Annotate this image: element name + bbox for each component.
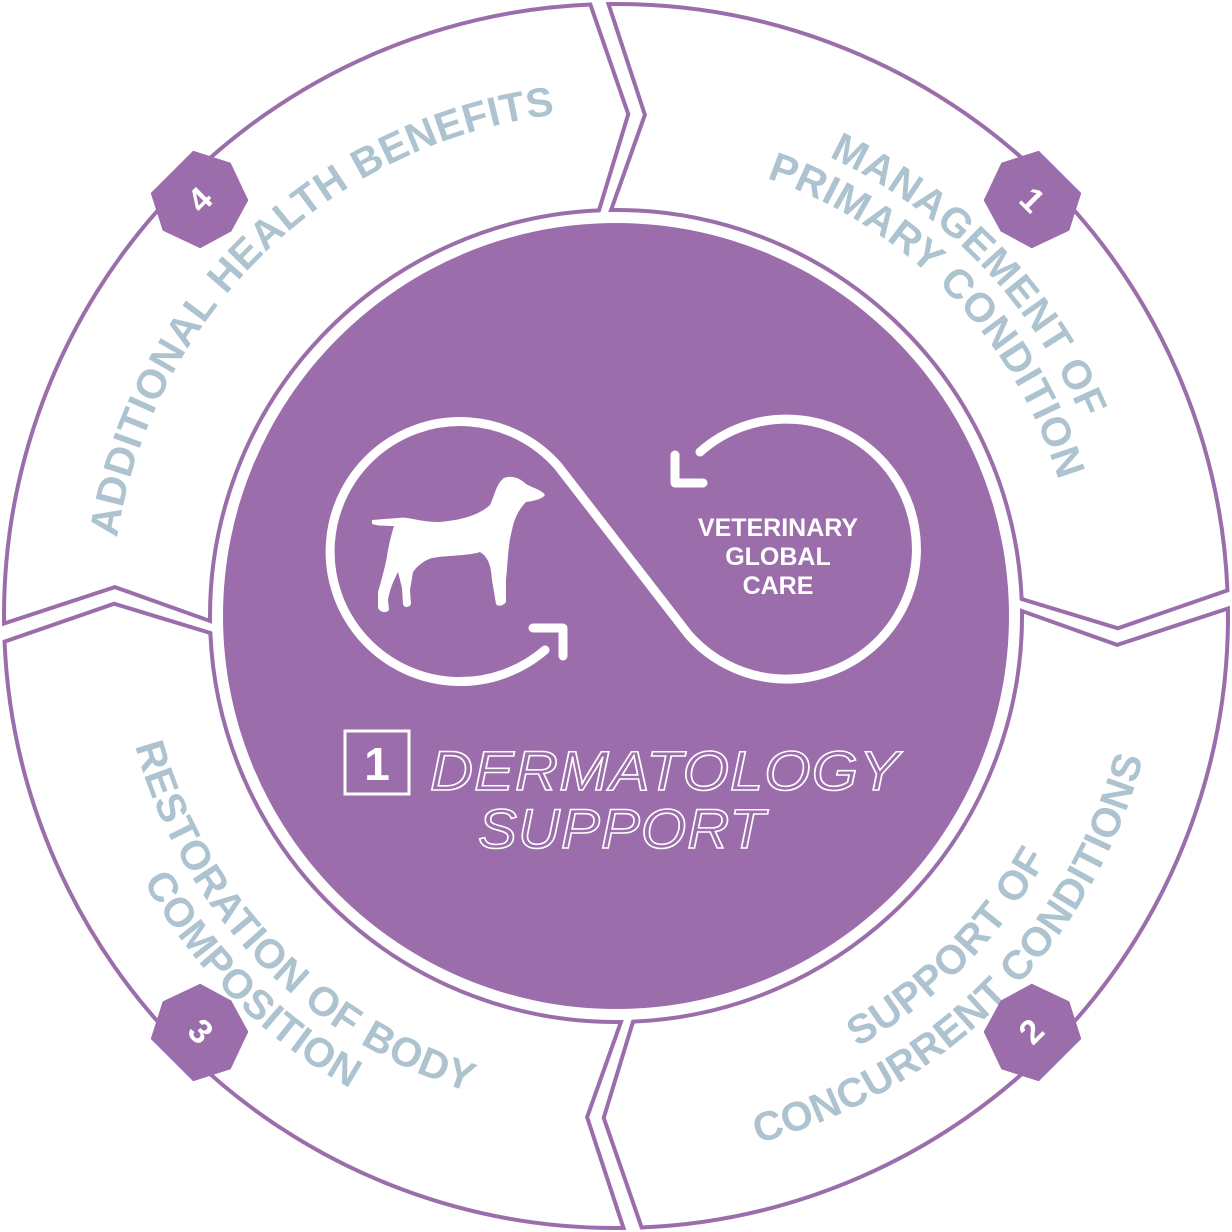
loop-label-line: GLOBAL [725, 543, 831, 571]
arrow-icon [670, 450, 708, 488]
infinity-loop-icon [325, 414, 921, 687]
loop-label-line: VETERINARY [698, 514, 859, 542]
segment-2 [601, 605, 1230, 1230]
segment-3 [2, 601, 627, 1230]
center-circle [223, 223, 1009, 1009]
badge-shape [983, 983, 1082, 1082]
segment-1 [605, 2, 1230, 631]
badge-3: 3 [150, 983, 249, 1082]
badge-4: 4 [150, 150, 249, 249]
title-line: DERMATOLOGY [430, 739, 903, 802]
title-line: SUPPORT [478, 797, 769, 860]
badge-shape [150, 150, 249, 249]
badge-1: 1 [983, 150, 1082, 249]
badge-2: 2 [983, 983, 1082, 1082]
center-title: 1 DERMATOLOGY SUPPORT [343, 729, 903, 861]
dog-icon [372, 476, 545, 613]
loop-label-line: CARE [743, 572, 814, 600]
badge-shape [150, 983, 249, 1082]
number-box [343, 729, 411, 796]
arrow-icon [528, 623, 568, 661]
loop-label: VETERINARY GLOBAL CARE [698, 514, 859, 600]
badge-shape [983, 150, 1082, 249]
number-box-label: 1 [364, 738, 390, 790]
segment-4 [2, 2, 631, 627]
